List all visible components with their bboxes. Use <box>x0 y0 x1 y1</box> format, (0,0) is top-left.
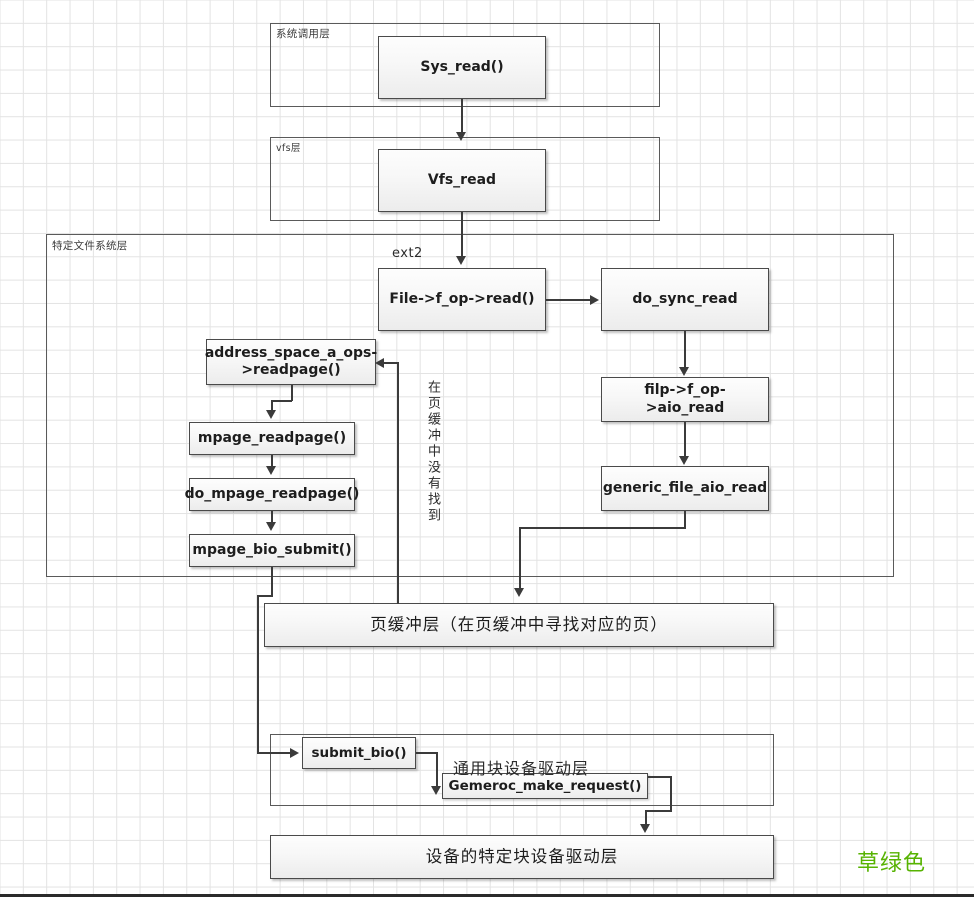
edge-mpagebiosubmit-to-submitbio <box>257 752 292 754</box>
edge-gemeroc-to-devicedriver-arrowhead <box>640 824 650 833</box>
edge-addressspace-down-2 <box>271 400 273 412</box>
layer-label-vfs: vfs层 <box>276 143 301 154</box>
annotation-generic-block-layer: 通用块设备驱动层 <box>453 759 590 778</box>
node-submit-bio[interactable]: submit_bio() <box>302 737 416 769</box>
node-mpage-bio-submit[interactable]: mpage_bio_submit() <box>189 534 355 567</box>
node-generic-file-aio-read[interactable]: generic_file_aio_read <box>601 466 769 511</box>
edge-fopread-to-dosyncread-arrowhead <box>590 294 599 305</box>
node-do-mpage-readpage[interactable]: do_mpage_readpage() <box>185 478 359 511</box>
edge-mpagereadpage-to-dompagereadpage <box>271 455 273 469</box>
edge-addressspace-down-1 <box>291 385 293 401</box>
edge-filpaioread-to-genericfileaioread-arrowhead <box>679 456 689 465</box>
node-device-specific-block-driver[interactable]: 设备的特定块设备驱动层 <box>270 835 774 879</box>
edge-gemeroc-down-2 <box>645 810 647 826</box>
edge-submitbio-to-gemeroc-arrowhead <box>431 786 441 795</box>
edge-dompagereadpage-to-mpagebiosubmit-arrowhead <box>266 522 276 531</box>
annotation-not-found-in-page-cache: 在页缓冲中没有找到 <box>425 380 440 524</box>
edge-mpagebiosubmit-down-1 <box>271 567 273 596</box>
edge-pagecache-to-addressspace-horizontal <box>384 362 398 364</box>
edge-pagecache-to-addressspace-arrowhead <box>375 357 384 368</box>
edge-addressspace-to-mpagereadpage-arrowhead <box>266 410 276 419</box>
layer-label-syscall: 系统调用层 <box>276 28 330 40</box>
node-filp-fop-aio-read[interactable]: filp->f_op->aio_read <box>601 377 769 422</box>
edge-fopread-to-dosyncread <box>546 299 592 301</box>
edge-gemeroc-right <box>648 776 672 778</box>
node-vfs-read[interactable]: Vfs_read <box>378 149 546 212</box>
edge-gemeroc-down-1 <box>670 776 672 811</box>
edge-mpagebiosubmit-left <box>257 595 273 597</box>
edge-vfsread-to-fopread-arrowhead <box>456 256 466 265</box>
layer-label-specific-fs: 特定文件系统层 <box>52 240 128 252</box>
edge-filpaioread-to-genericfileaioread <box>684 422 686 458</box>
layer-container-specific-fs <box>46 234 894 577</box>
edge-submitbio-right <box>416 752 438 754</box>
edge-mpagereadpage-to-dompagereadpage-arrowhead <box>266 466 276 475</box>
node-address-space-readpage[interactable]: address_space_a_ops->readpage() <box>205 339 377 385</box>
edge-genericfileaioread-down <box>684 511 686 528</box>
node-do-sync-read[interactable]: do_sync_read <box>601 268 769 331</box>
edge-pagecache-to-addressspace-vertical <box>397 362 399 604</box>
edge-sysread-to-vfsread <box>461 99 463 134</box>
annotation-ext2: ext2 <box>392 246 423 261</box>
node-mpage-readpage[interactable]: mpage_readpage() <box>189 422 355 455</box>
edge-dosyncread-to-filpaioread <box>684 331 686 369</box>
node-sys-read[interactable]: Sys_read() <box>378 36 546 99</box>
edge-addressspace-jog <box>271 400 292 402</box>
node-page-cache-layer[interactable]: 页缓冲层（在页缓冲中寻找对应的页） <box>264 603 774 647</box>
node-file-fop-read[interactable]: File->f_op->read() <box>378 268 546 331</box>
edge-dompagereadpage-to-mpagebiosubmit <box>271 511 273 525</box>
edge-dosyncread-to-filpaioread-arrowhead <box>679 367 689 376</box>
edge-sysread-to-vfsread-arrowhead <box>456 132 466 141</box>
edge-mpagebiosubmit-to-submitbio-arrowhead <box>290 747 299 758</box>
edge-genericfileaioread-to-pagecache <box>519 527 521 590</box>
layer-container-syscall <box>270 23 660 107</box>
edge-mpagebiosubmit-down-2 <box>257 595 259 753</box>
edge-submitbio-down <box>436 752 438 789</box>
node-gemeroc-make-request[interactable]: Gemeroc_make_request() <box>442 773 648 799</box>
edge-genericfileaioread-left <box>519 527 686 529</box>
edge-gemeroc-left <box>645 810 672 812</box>
edge-genericfileaioread-to-pagecache-arrowhead <box>514 588 524 597</box>
layer-container-generic-block <box>270 734 774 806</box>
annotation-green-note: 草绿色 <box>857 851 927 876</box>
edge-vfsread-to-fopread <box>461 212 463 259</box>
